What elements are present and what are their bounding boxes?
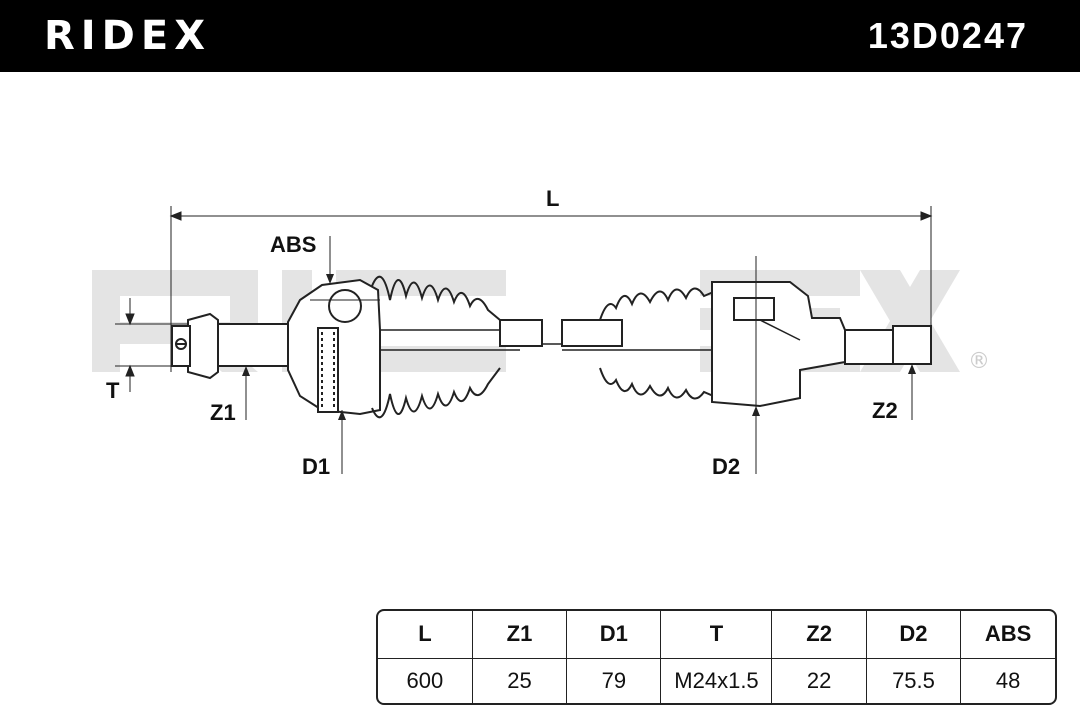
label-T: T [106,378,120,403]
spec-header-Z2: Z2 [771,611,867,659]
spec-value-ABS: 48 [995,667,1021,693]
label-D1: D1 [302,454,330,479]
spec-header-L: L [378,611,473,659]
abs-arrow [326,274,334,284]
outer-cv-joint [287,278,381,416]
drive-shaft-drawing: ® L [92,186,990,479]
label-ABS: ABS [270,232,316,257]
spec-value-L: 600 [378,658,473,703]
brand-logo: RIDEX [44,13,212,59]
dimension-L [169,206,933,372]
spec-table: L Z1 D1 T Z2 D2 ABS 600 25 79 M24x1.5 22… [376,609,1057,705]
right-stub [844,325,932,365]
part-number: 13D0247 [867,15,1028,56]
spec-header-D1: D1 [566,611,662,659]
d1-arrow [338,410,346,420]
spec-header-T: T [660,611,773,659]
inner-cv-joint [711,281,846,408]
spec-header-row: L Z1 D1 T Z2 D2 ABS [378,611,1055,659]
z1-arrow [242,366,250,376]
spec-value-row: 600 25 79 M24x1.5 22 75.5 48 [378,658,1055,703]
spec-header-D2: D2 [866,611,962,659]
spec-header-ABS: ABS [960,611,1055,659]
spec-value-Z2: 22 [771,658,867,703]
inner-boot [562,287,740,400]
label-D2: D2 [712,454,740,479]
outer-boot [371,275,520,419]
z2-arrow [908,364,916,374]
label-L: L [546,186,559,211]
shaft [499,319,623,347]
spec-value-Z1: 25 [472,658,568,703]
spec-value-D2: 75.5 [866,658,962,703]
d2-arrow [752,406,760,416]
spec-value-D1: 79 [566,658,662,703]
label-Z2: Z2 [872,398,898,423]
label-Z1: Z1 [210,400,236,425]
header-bar: RIDEX 13D0247 [0,0,1080,72]
registered-mark: ® [968,349,990,374]
spec-header-Z1: Z1 [472,611,568,659]
spec-value-T: M24x1.5 [660,658,773,703]
dimension-T [115,298,188,392]
